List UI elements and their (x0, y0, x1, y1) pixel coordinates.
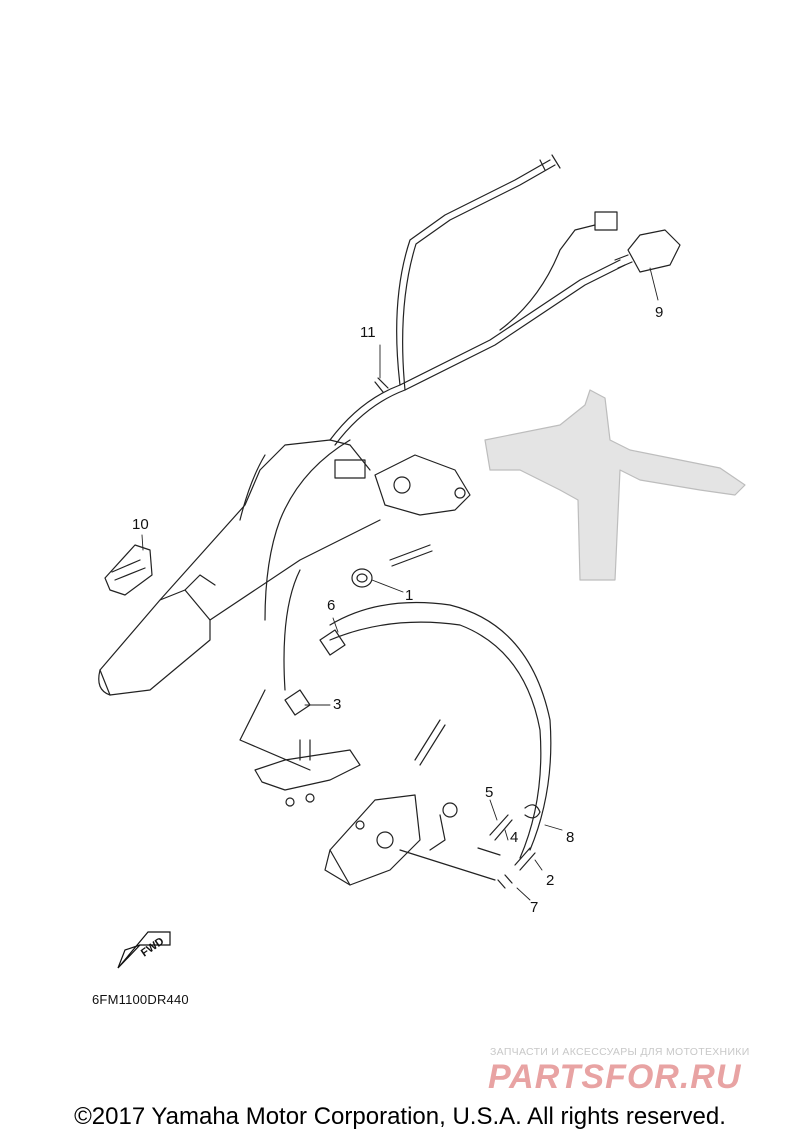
ghost-bracket (484, 389, 746, 581)
callout-4: 4 (510, 829, 519, 846)
linkage-rods (477, 804, 541, 889)
callout-11: 11 (360, 324, 376, 341)
main-cables (329, 159, 626, 446)
plug (614, 229, 681, 273)
tiller-handle (98, 439, 381, 696)
fwd-label: FWD (139, 935, 166, 959)
callout-10: 10 (132, 516, 149, 533)
watermark-logo: PARTSFOR.RU (488, 1058, 742, 1096)
watermark-subtitle: ЗАПЧАСТИ И АКСЕССУАРЫ ДЛЯ МОТОТЕХНИКИ (490, 1046, 750, 1058)
callout-2: 2 (546, 872, 555, 889)
callout-3: 3 (333, 696, 342, 713)
throttle-housing (334, 454, 471, 516)
loop-cables (239, 439, 552, 859)
callout-6: 6 (327, 597, 336, 614)
diagram-code: 6FM1100DR440 (92, 992, 189, 1007)
callout-1: 1 (405, 587, 414, 604)
shift-mechanism (324, 719, 496, 886)
leader-lines (141, 267, 659, 901)
mounting-bracket (254, 739, 361, 807)
copyright-notice: ©2017 Yamaha Motor Corporation, U.S.A. A… (74, 1103, 726, 1130)
callout-9: 9 (655, 304, 664, 321)
callout-7: 7 (530, 899, 539, 916)
throttle-grip (104, 544, 153, 596)
connector-top (539, 154, 618, 231)
spring-and-bushing (351, 544, 433, 588)
callout-8: 8 (566, 829, 575, 846)
fwd-arrow-icon: FWD (117, 931, 171, 969)
callout-5: 5 (485, 784, 494, 801)
